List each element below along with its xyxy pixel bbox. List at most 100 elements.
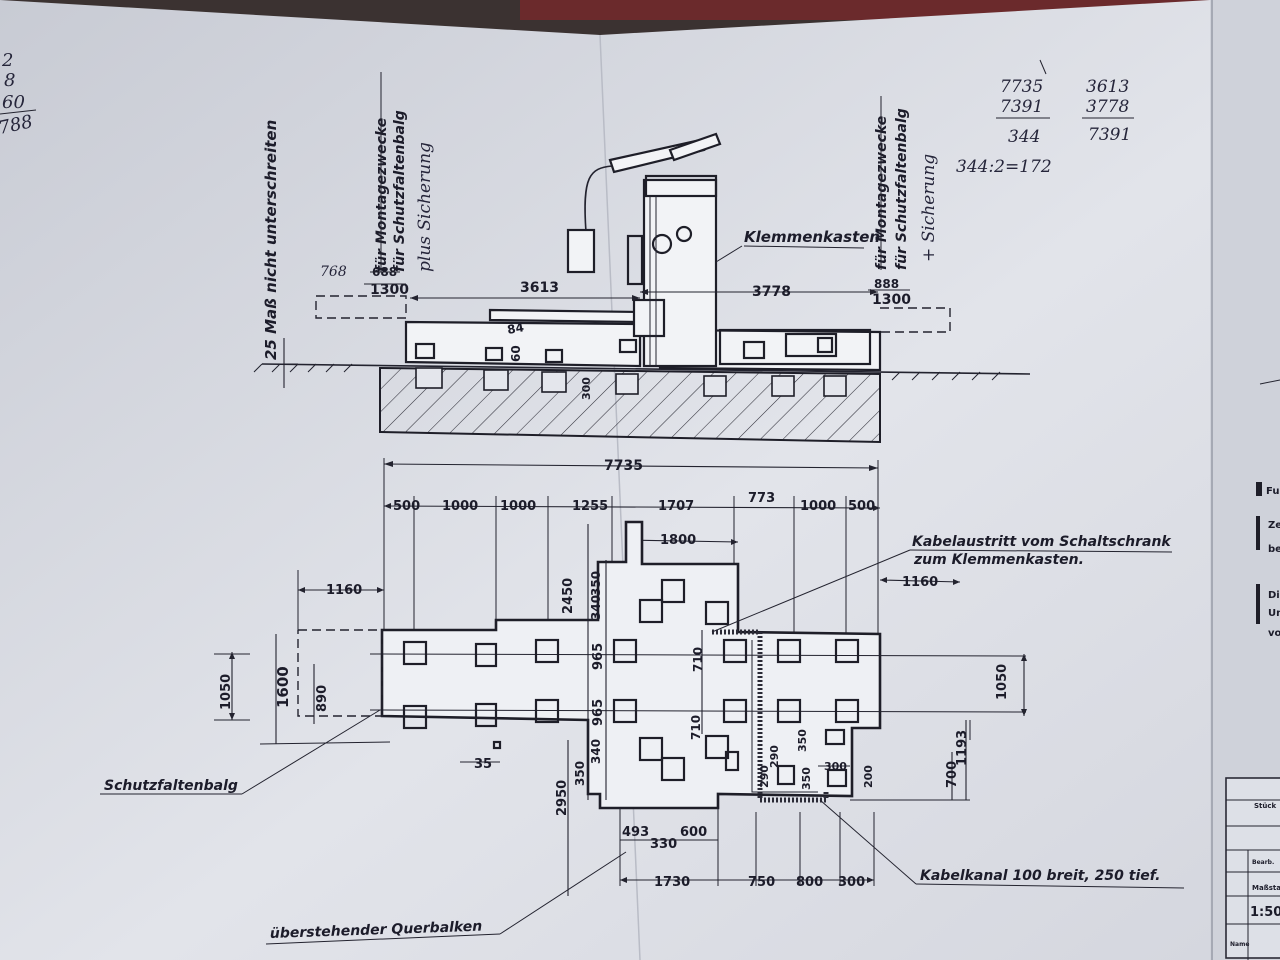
svg-text:700: 700 [945, 761, 960, 788]
struck-label-right: für Montagezwecke [874, 116, 890, 270]
svg-text:200: 200 [862, 765, 875, 788]
struck-label-left: für Montagezwecke [374, 118, 390, 272]
svg-text:Name: Name [1230, 941, 1249, 948]
cable-exit-label-2: zum Klemmenkasten. [913, 552, 1084, 568]
svg-text:Fun: Fun [1266, 486, 1280, 497]
crossbeam-label: überstehender Querbalken [270, 919, 483, 942]
svg-text:be: be [1268, 544, 1280, 555]
svg-text:300: 300 [838, 875, 865, 890]
dim-3778: 3778 [752, 284, 791, 300]
min-height-label: 25 Maß nicht unterschreiten [262, 120, 280, 360]
svg-text:Zei: Zei [1268, 520, 1280, 531]
title-block: Stück Maßstab Bearb. Name 1:50 [1225, 777, 1280, 960]
dim-60: 60 [509, 345, 523, 362]
svg-text:350: 350 [589, 571, 603, 596]
svg-text:500: 500 [848, 499, 875, 514]
dim-1800: 1800 [660, 533, 696, 548]
svg-text:350: 350 [573, 761, 587, 786]
svg-text:1050: 1050 [995, 664, 1010, 700]
dim-84: 84 [506, 320, 525, 337]
plan-view: 7735 500 1000 1000 1255 1707 773 1000 50… [100, 458, 1185, 945]
bottom-dimension-chain: 1730 750 800 300 [654, 875, 865, 890]
svg-text:8: 8 [4, 70, 15, 91]
svg-text:Bearb.: Bearb. [1252, 859, 1274, 866]
svg-text:500: 500 [393, 499, 420, 514]
svg-text:340: 340 [589, 739, 603, 764]
svg-text:60: 60 [2, 92, 25, 113]
svg-text:1000: 1000 [500, 499, 536, 514]
dim-1300-right: 1300 [872, 292, 911, 308]
dim-3613: 3613 [520, 280, 559, 296]
svg-text:350: 350 [796, 729, 809, 752]
machine-column [642, 178, 718, 368]
svg-text:7391: 7391 [1088, 125, 1131, 145]
bellows-label-right: für Schutzfaltenbalg [894, 108, 910, 270]
dim-300: 300 [580, 377, 593, 400]
dim-2950: 2950 [555, 780, 570, 816]
bellows-label-left: für Schutzfaltenbalg [392, 110, 408, 272]
svg-text:290: 290 [768, 745, 781, 768]
svg-text:340: 340 [589, 595, 603, 620]
dim-1160-left: 1160 [326, 583, 362, 598]
svg-text:Um: Um [1268, 608, 1280, 619]
right-edge-text: Fun Zei be Die Um vo [1256, 379, 1280, 639]
svg-text:344:2=172: 344:2=172 [956, 157, 1052, 177]
struck-dim-right: 888 [874, 277, 899, 291]
svg-text:773: 773 [748, 491, 775, 506]
svg-text:750: 750 [748, 875, 775, 890]
svg-text:Maßstab: Maßstab [1252, 884, 1280, 892]
dim-2450: 2450 [561, 578, 576, 614]
svg-text:965: 965 [591, 643, 606, 670]
svg-text:344: 344 [1008, 127, 1040, 147]
svg-text:Die: Die [1268, 590, 1280, 601]
svg-text:350: 350 [800, 767, 813, 790]
dim-1600: 1600 [274, 666, 292, 708]
svg-text:1707: 1707 [658, 499, 694, 514]
svg-text:3613: 3613 [1086, 77, 1129, 97]
bellows-label: Schutzfaltenbalg [104, 778, 238, 794]
anchor-pockets [402, 578, 860, 788]
svg-text:vo: vo [1268, 628, 1280, 639]
svg-text:Stück: Stück [1254, 802, 1277, 810]
svg-text:890: 890 [315, 685, 330, 712]
svg-text:1255: 1255 [572, 499, 608, 514]
svg-text:330: 330 [650, 837, 677, 852]
handwritten-note-left: plus Sicherung [415, 142, 435, 272]
svg-text:2: 2 [1, 50, 13, 71]
dim-1160-right: 1160 [902, 575, 938, 590]
svg-text:710: 710 [691, 647, 705, 672]
handwritten-note-right: + Sicherung [919, 154, 939, 262]
svg-text:290: 290 [758, 765, 771, 788]
dim-7735: 7735 [604, 458, 643, 474]
scale-label: 1:50 [1250, 905, 1280, 920]
svg-text:3778: 3778 [1086, 97, 1129, 117]
handwritten-dim: 768 [320, 264, 347, 280]
svg-text:300: 300 [824, 760, 847, 773]
svg-text:1050: 1050 [219, 674, 234, 710]
svg-text:600: 600 [680, 825, 707, 840]
bellows-outline [297, 629, 383, 717]
svg-text:710: 710 [689, 715, 703, 740]
svg-text:7735: 7735 [1000, 77, 1043, 97]
foundation-plan-outline [380, 520, 882, 810]
svg-text:1193: 1193 [955, 730, 970, 766]
svg-text:1730: 1730 [654, 875, 690, 890]
cable-channel-label: Kabelkanal 100 breit, 250 tief. [920, 868, 1160, 884]
svg-text:1000: 1000 [442, 499, 478, 514]
side-view: Klemmenkasten 3613 3778 1300 688 768 130… [253, 132, 1031, 444]
cable-channel [712, 629, 829, 803]
handwritten-calculation: 7735 7391 344 3613 3778 7391 344:2=172 [956, 59, 1134, 177]
svg-text:1000: 1000 [800, 499, 836, 514]
svg-text:800: 800 [796, 875, 823, 890]
top-dimension-chain: 500 1000 1000 1255 1707 773 1000 500 [393, 491, 875, 640]
svg-text:7391: 7391 [1000, 97, 1043, 117]
terminal-box-label: Klemmenkasten [744, 228, 880, 246]
cable-exit-label-1: Kabelaustritt vom Schaltschrank [912, 534, 1172, 550]
vertical-labels: 25 Maß nicht unterschreiten für Montagez… [262, 72, 939, 360]
svg-text:35: 35 [474, 757, 492, 772]
svg-text:965: 965 [591, 699, 606, 726]
svg-text:493: 493 [622, 825, 649, 840]
